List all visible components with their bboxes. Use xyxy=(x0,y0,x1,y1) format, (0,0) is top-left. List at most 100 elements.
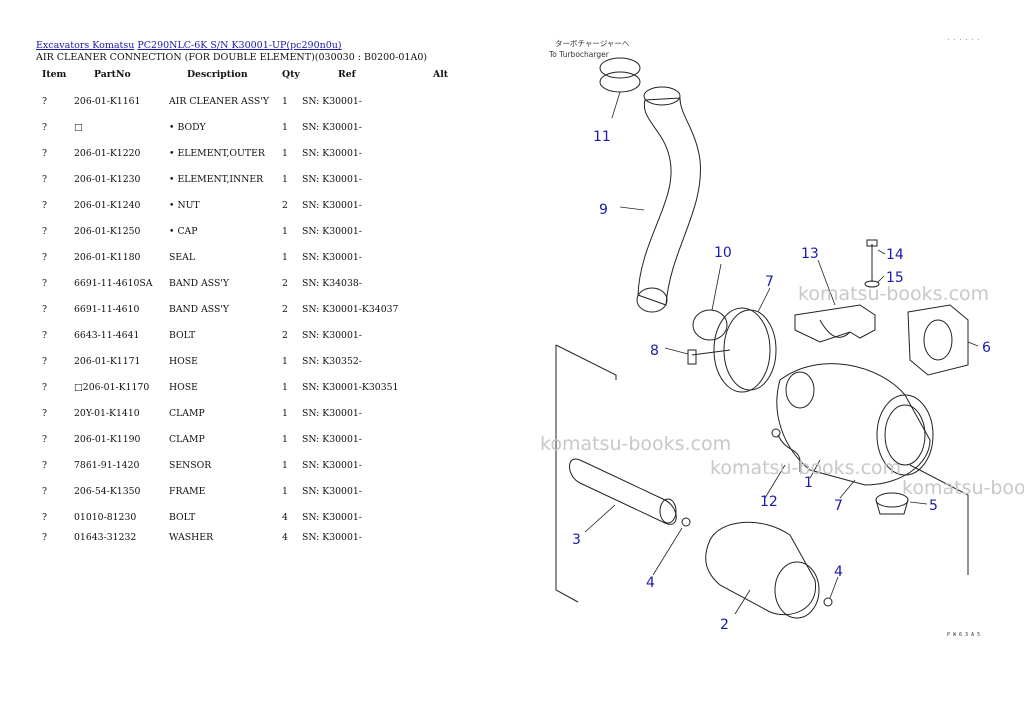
callout-3: 3 xyxy=(572,532,581,548)
header-partno: PartNo xyxy=(94,68,131,80)
cell-description: • CAP xyxy=(169,225,198,237)
callout-4-left: 4 xyxy=(646,575,655,591)
cell-qty: 1 xyxy=(282,433,288,445)
callout-14: 14 xyxy=(886,247,904,263)
cell-qty: 4 xyxy=(282,531,288,543)
cell-ref: SN: K30001-K30351 xyxy=(302,381,399,393)
cell-description: • BODY xyxy=(169,121,206,133)
cell-partno: 01010-81230 xyxy=(74,511,137,523)
cell-item: ? xyxy=(42,173,47,185)
cell-alt xyxy=(433,426,473,452)
cell-alt xyxy=(433,296,473,322)
header-alt: Alt xyxy=(433,68,449,80)
cell-alt xyxy=(433,504,473,530)
cell-partno: 6643-11-4641 xyxy=(74,329,140,341)
cell-item: ? xyxy=(42,147,47,159)
callout-7-bottom: 7 xyxy=(834,498,843,514)
watermark-2: komatsu-books.com xyxy=(540,433,731,455)
header-ref: Ref xyxy=(338,68,356,80)
cell-partno: 206-01-K1190 xyxy=(74,433,141,445)
cell-ref: SN: K30001- xyxy=(302,485,362,497)
parts-panel: Excavators Komatsu PC290NLC-6K S/N K3000… xyxy=(36,40,506,544)
cell-ref: SN: K30001- xyxy=(302,225,362,237)
cell-description: HOSE xyxy=(169,355,198,367)
cell-description: BOLT xyxy=(169,329,196,341)
cell-partno: 206-54-K1350 xyxy=(74,485,141,497)
cell-description: BAND ASS'Y xyxy=(169,303,230,315)
cell-description: CLAMP xyxy=(169,407,205,419)
cell-item: ? xyxy=(42,95,47,107)
cell-qty: 1 xyxy=(282,251,288,263)
cell-alt xyxy=(433,400,473,426)
callout-15: 15 xyxy=(886,270,904,286)
cell-partno: 206-01-K1161 xyxy=(74,95,141,107)
cell-qty: 1 xyxy=(282,459,288,471)
cell-qty: 1 xyxy=(282,225,288,237)
cell-ref: SN: K30001- xyxy=(302,199,362,211)
cell-item: ? xyxy=(42,199,47,211)
cell-description: BAND ASS'Y xyxy=(169,277,230,289)
cell-description: WASHER xyxy=(169,531,214,543)
cell-qty: 1 xyxy=(282,485,288,497)
cell-alt xyxy=(433,322,473,348)
cell-partno: 01643-31232 xyxy=(74,531,137,543)
cell-qty: 1 xyxy=(282,121,288,133)
cell-ref: SN: K30001- xyxy=(302,147,362,159)
cell-partno: 206-01-K1171 xyxy=(74,355,141,367)
cell-ref: SN: K30001- xyxy=(302,95,362,107)
cell-alt xyxy=(433,218,473,244)
cell-ref: SN: K30001-K34037 xyxy=(302,303,399,315)
cell-partno: 7861-91-1420 xyxy=(74,459,140,471)
cell-ref: SN: K30001- xyxy=(302,459,362,471)
cell-description: BOLT xyxy=(169,511,196,523)
cell-item: ? xyxy=(42,381,47,393)
cell-item: ? xyxy=(42,303,47,315)
cell-qty: 2 xyxy=(282,199,288,211)
cell-partno: 206-01-K1180 xyxy=(74,251,141,263)
exploded-view-drawing: ターボチャージャーへ To Turbocharger . . . . . . P… xyxy=(540,36,1024,638)
callout-8: 8 xyxy=(650,343,659,359)
cell-item: ? xyxy=(42,433,47,445)
cell-partno: 206-01-K1230 xyxy=(74,173,141,185)
callout-10: 10 xyxy=(714,245,732,261)
cell-item: ? xyxy=(42,407,47,419)
cell-partno: □ xyxy=(74,121,83,133)
breadcrumb-link-model[interactable]: PC290NLC-6K S/N K30001-UP(pc290n0u) xyxy=(137,40,342,51)
cell-qty: 2 xyxy=(282,303,288,315)
cell-description: FRAME xyxy=(169,485,206,497)
callout-12: 12 xyxy=(760,494,778,510)
cell-alt xyxy=(433,114,473,140)
cell-qty: 2 xyxy=(282,329,288,341)
cell-ref: SN: K30001- xyxy=(302,173,362,185)
watermark-4: komatsu-books.com xyxy=(902,477,1024,499)
cell-qty: 1 xyxy=(282,173,288,185)
cell-description: • ELEMENT,INNER xyxy=(169,173,264,185)
callout-2: 2 xyxy=(720,617,729,633)
header-qty: Qty xyxy=(282,68,300,80)
watermark-3: komatsu-books.com xyxy=(710,457,901,479)
cell-ref: SN: K30352- xyxy=(302,355,362,367)
header-description: Description xyxy=(187,68,248,80)
cell-alt xyxy=(433,452,473,478)
cell-description: HOSE xyxy=(169,381,198,393)
cell-item: ? xyxy=(42,329,47,341)
cell-partno: 6691-11-4610SA xyxy=(74,277,153,289)
callout-11: 11 xyxy=(593,129,611,145)
cell-partno: □206-01-K1170 xyxy=(74,381,150,393)
cell-description: SEAL xyxy=(169,251,196,263)
cell-partno: 206-01-K1240 xyxy=(74,199,141,211)
breadcrumb-link-excavators[interactable]: Excavators Komatsu xyxy=(36,40,135,51)
